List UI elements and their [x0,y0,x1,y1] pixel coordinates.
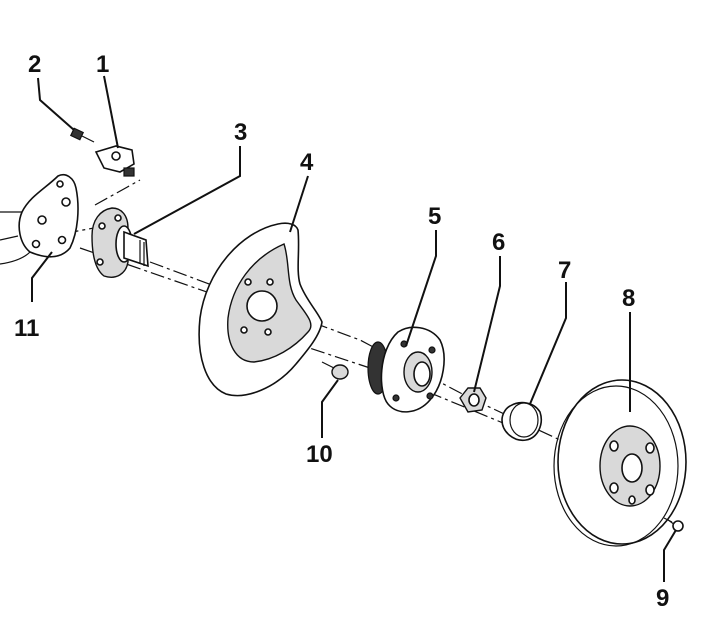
grease-cap [501,401,542,442]
brake-disc-bolt-hole [609,440,619,452]
hub-stud-hole [426,392,434,400]
splash-shield [198,222,323,397]
axle-bracket-plate [18,173,79,258]
splash-shield-hole [266,278,274,286]
wheel-speed-sensor [94,145,135,177]
callout-11: 11 [14,315,39,342]
axle-bracket [0,173,79,265]
splash-shield-hole [240,326,248,334]
callout-labels: 1 2 3 4 5 6 7 8 9 10 11 [14,51,669,612]
leader-6 [473,256,501,393]
hub-center-bore [413,361,431,387]
leader-9 [663,529,677,582]
leader-3 [133,146,241,235]
brake-disc-screw-hole [628,495,636,505]
brake-disc-bolt-hole [609,482,619,494]
brake-disc-bolt-hole [645,484,655,496]
axle-bracket-arm [0,211,31,265]
callout-5: 5 [428,203,441,230]
bracket-hole [37,215,47,225]
disc-retaining-screw [663,517,684,532]
stub-axle-shaft [123,230,149,268]
small-bolt [69,127,95,143]
small-bolt-shank [81,135,95,143]
grease-cap-rim [509,402,539,438]
leader-11 [31,251,53,302]
sensor-mount-hole [111,151,121,161]
splash-shield-hole [264,328,272,336]
callout-8: 8 [622,285,635,312]
stub-axle [91,207,149,278]
leader-lines [31,75,677,582]
callout-10: 10 [306,441,333,468]
brake-disc [553,379,687,547]
grease-cap-body [501,401,542,442]
callout-6: 6 [492,229,505,256]
callout-9: 9 [656,585,669,612]
splash-shield-hole [244,278,252,286]
brake-disc-center-bore [621,453,643,483]
axle-nut-bore [468,393,480,407]
stub-axle-thread [139,240,145,266]
disc-screw-shank [663,517,673,523]
bracket-hole [31,239,41,249]
shield-bolt-shank [321,361,335,369]
leader-7 [529,282,567,405]
bracket-hole [61,197,71,207]
sensor-tip [123,167,135,177]
leader-10 [321,379,339,438]
callout-2: 2 [28,51,41,78]
callout-4: 4 [300,149,314,176]
shield-bolt [321,361,349,380]
flange-hole [114,214,122,222]
callout-1: 1 [96,51,109,78]
disc-screw-head [672,520,684,532]
hub-stud-hole [392,394,400,402]
callout-7: 7 [558,257,571,284]
flange-hole [98,222,106,230]
axle-nut [459,387,487,413]
leader-4 [289,175,309,233]
splash-shield-center-bore [246,290,278,322]
leader-1 [103,75,119,149]
brake-disc-bolt-hole [645,442,655,454]
shield-bolt-head [331,364,349,380]
brake-disc-edge [553,385,679,547]
callout-3: 3 [234,119,247,146]
small-bolt-head [69,127,85,141]
hub-stud-hole [428,346,436,354]
bracket-hole [56,180,64,188]
leader-5 [405,230,437,347]
bracket-hole [57,235,67,245]
wheel-hub [367,326,445,413]
leader-2 [37,77,75,131]
flange-hole [96,258,104,266]
